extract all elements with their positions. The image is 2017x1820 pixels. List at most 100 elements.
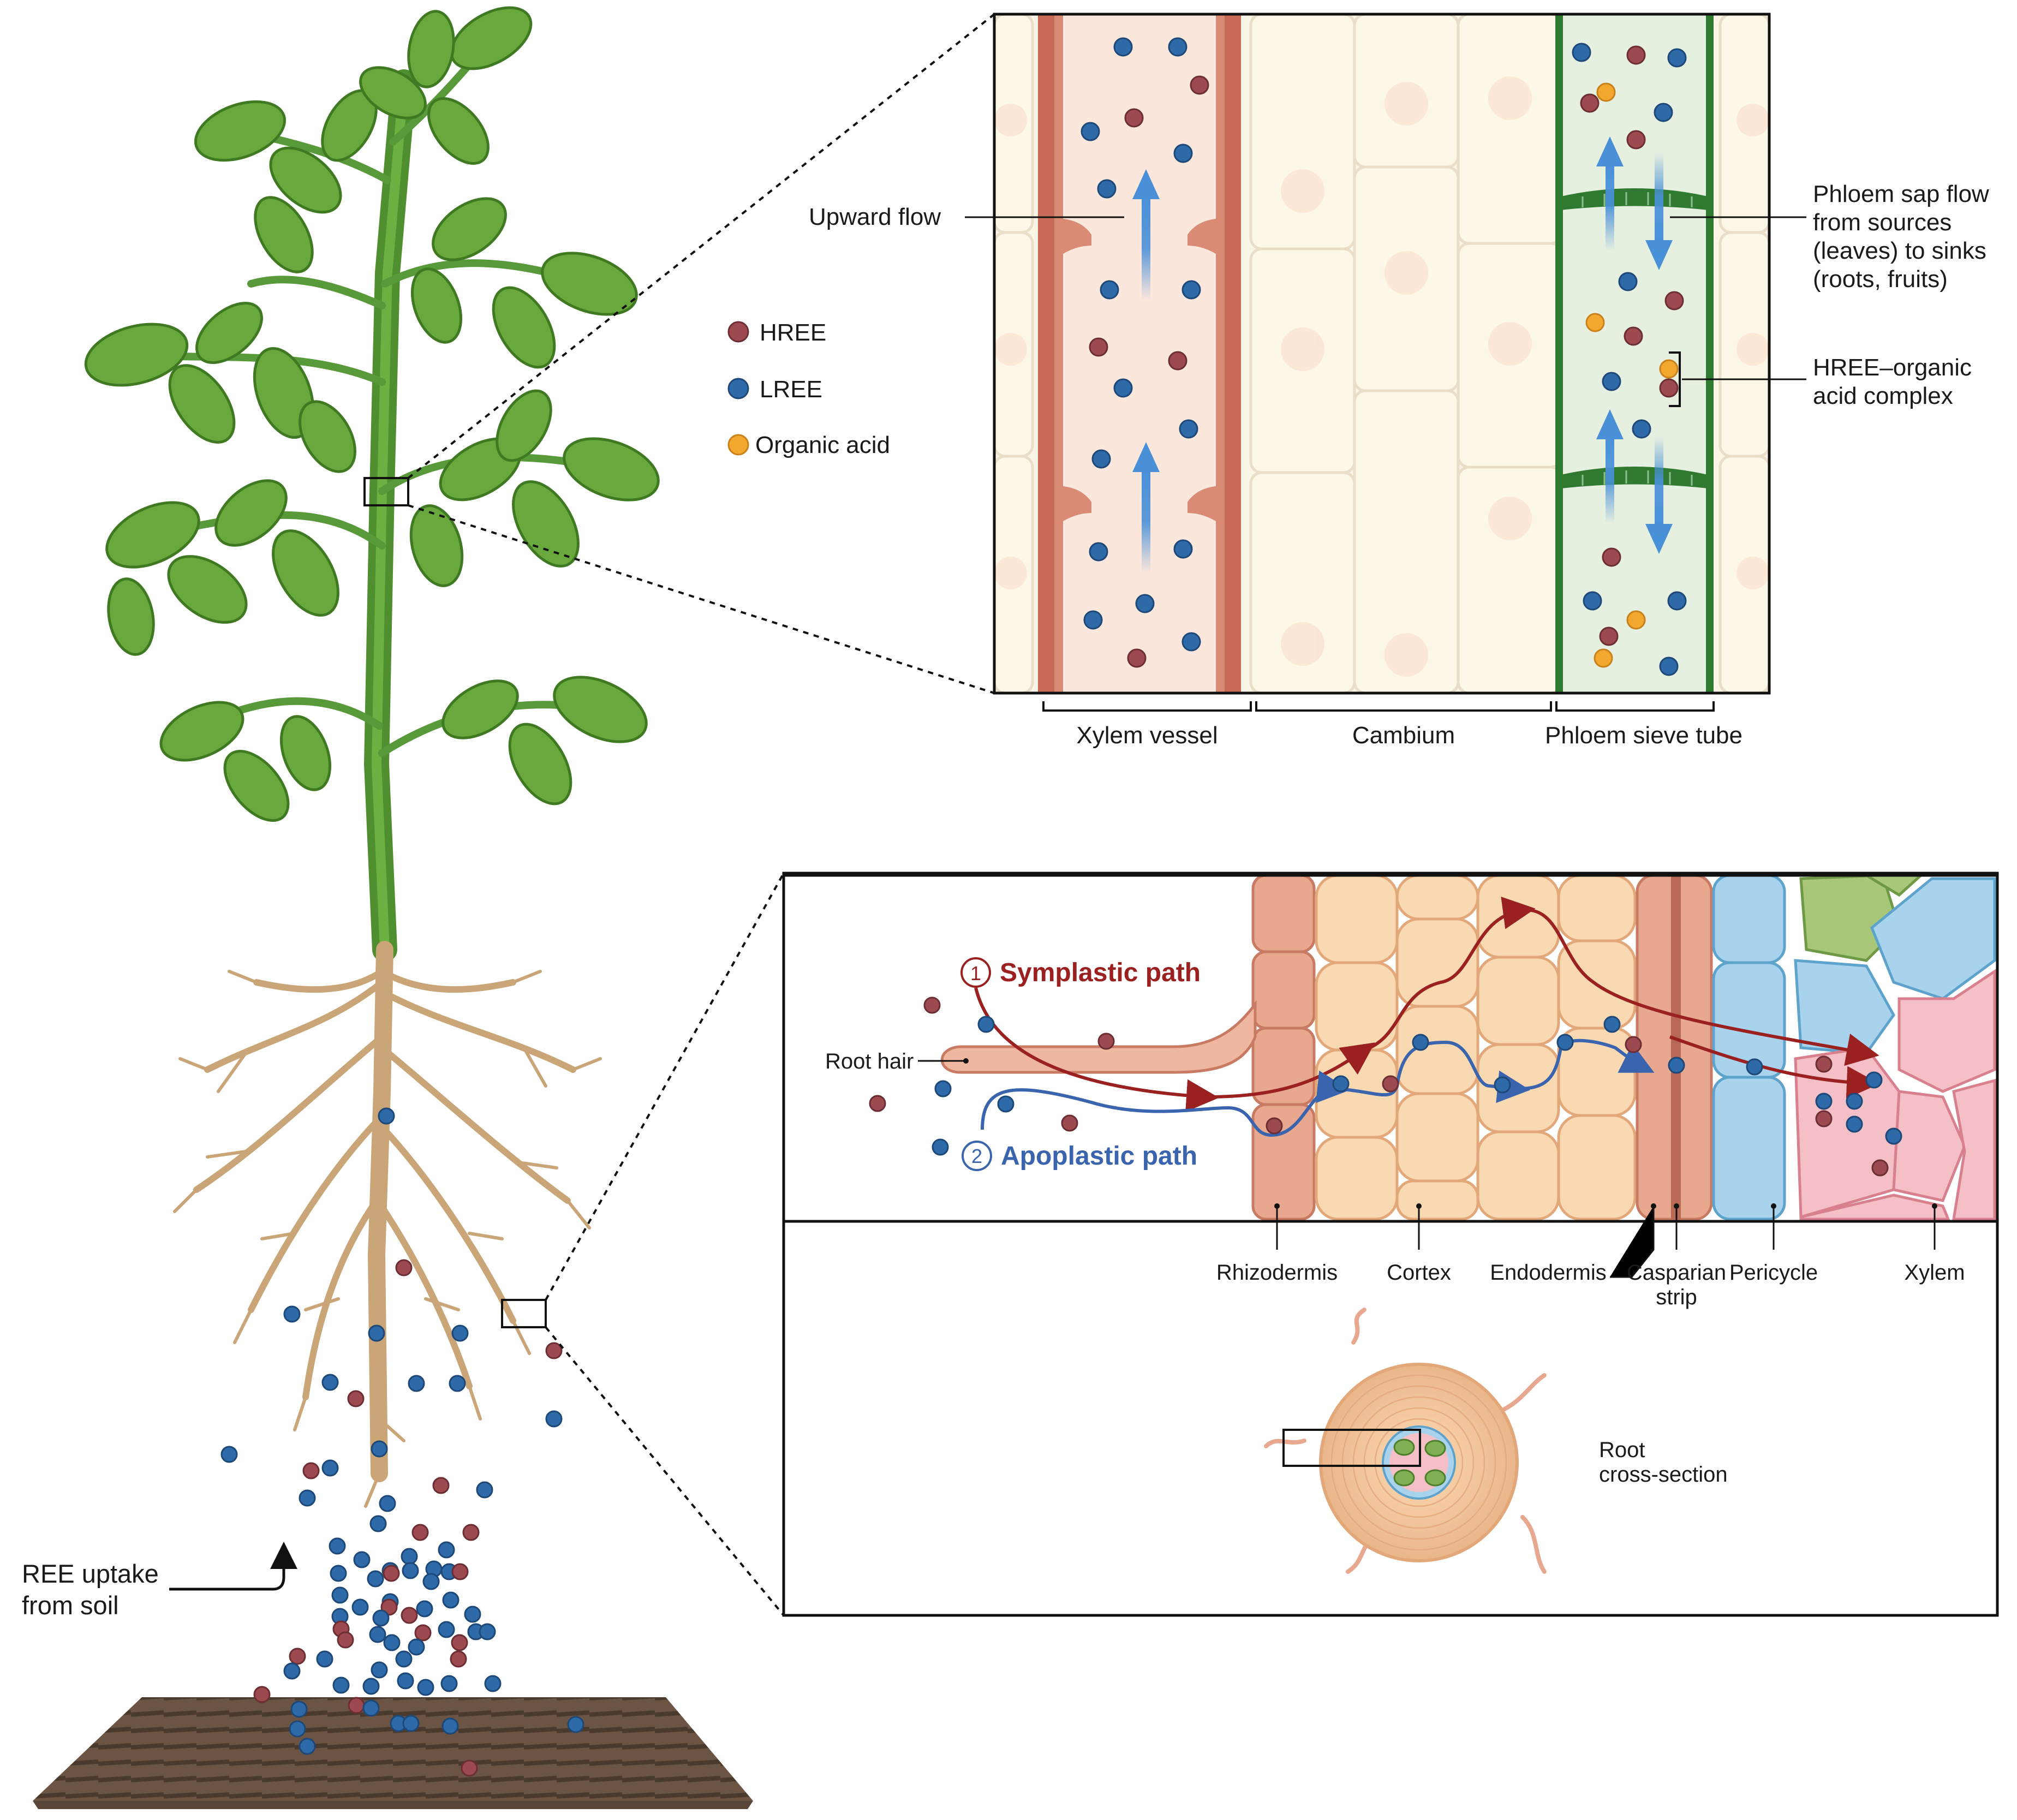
- stem-panel-frame: [993, 13, 1771, 695]
- lree-particle: [440, 1675, 458, 1692]
- lree-particle: [330, 1565, 347, 1582]
- hree-particle: [1124, 108, 1144, 128]
- stem-leader-lines: [965, 216, 1806, 380]
- lree-particle: [422, 1573, 440, 1590]
- lree-particle: [362, 1699, 380, 1717]
- lree-particle: [371, 1440, 388, 1458]
- hree-particle: [1815, 1110, 1833, 1127]
- cross-section-label-line2: cross-section: [1599, 1463, 1728, 1487]
- phloem-flow-line3: (leaves) to sinks: [1813, 237, 1986, 264]
- lree-particle: [1091, 449, 1111, 469]
- cortex-label: Cortex: [1387, 1261, 1451, 1285]
- hree-particle: [461, 1759, 478, 1777]
- uptake-annotation: REE uptake from soil: [22, 1542, 297, 1620]
- tissue-strip: 1 Symplastic path 2 Apoplastic path Root…: [825, 874, 1996, 1221]
- lree-particle: [289, 1720, 306, 1738]
- tissue-leader-lines: [1276, 1206, 1936, 1278]
- lree-particle: [290, 1700, 308, 1718]
- lree-particle: [402, 1715, 420, 1732]
- phloem-flow-line1: Phloem sap flow: [1813, 181, 1989, 207]
- lree-particle: [383, 1634, 401, 1651]
- hree-particle: [348, 1697, 365, 1714]
- lree-particle: [321, 1459, 339, 1477]
- lree-particle: [321, 1374, 339, 1391]
- xylem-flow-arrow-1: [1142, 196, 1150, 300]
- hree-particle: [1168, 351, 1187, 371]
- lree-particle: [1667, 48, 1687, 68]
- plant-leaves: [84, 6, 660, 822]
- lree-particle: [1618, 272, 1638, 291]
- symplastic-path-seg5: [1669, 1035, 1879, 1099]
- lree-particle: [1412, 1034, 1429, 1051]
- apoplastic-path-seg1: [981, 1070, 1350, 1137]
- cross-section-label-line1: Root: [1599, 1438, 1645, 1462]
- uptake-label-line2: from soil: [22, 1591, 119, 1620]
- hree-particle: [1626, 130, 1646, 150]
- soil: [33, 1697, 753, 1809]
- lree-particle: [329, 1537, 346, 1555]
- stem-brackets: [1042, 351, 1715, 712]
- hree-particle: [1599, 626, 1619, 646]
- xylem-flow-arrow-2: [1142, 469, 1150, 573]
- cortex-cells: [1315, 874, 1637, 1221]
- hree-particle: [1815, 1055, 1833, 1073]
- lree-particle: [283, 1662, 301, 1680]
- cambium-cells: [993, 13, 1771, 695]
- phloem-flow-line4: (roots, fruits): [1813, 266, 1948, 293]
- sieve-plates: [1561, 188, 1708, 488]
- lree-particle: [367, 1570, 384, 1588]
- lree-particle: [408, 1638, 425, 1656]
- fine-roots: [173, 970, 602, 1508]
- lree-particle: [402, 1562, 419, 1579]
- lree-particle: [1846, 1093, 1863, 1110]
- lree-particle: [1885, 1127, 1902, 1145]
- hree-particle: [1190, 75, 1209, 95]
- lree-particle: [353, 1551, 371, 1568]
- hree-particle: [395, 1259, 413, 1276]
- organic-acid-particle: [1659, 359, 1679, 379]
- complex-line1: HREE–organic: [1813, 354, 1972, 381]
- lree-particle: [1846, 1115, 1863, 1133]
- organic-acid-particle: [1594, 648, 1613, 668]
- lree-particle: [1179, 419, 1198, 439]
- stem-panel: Upward flow Phloem sap flow from sources…: [809, 13, 1989, 749]
- lree-particle: [372, 1609, 390, 1627]
- phloem-down-arrow-2: [1655, 437, 1663, 524]
- lree-particle: [1494, 1076, 1511, 1094]
- phloem-down-arrow-1: [1655, 153, 1663, 240]
- lree-particle: [283, 1305, 301, 1323]
- lree-particle: [1332, 1075, 1350, 1093]
- lree-particle: [997, 1095, 1015, 1113]
- lree-particle: [1097, 179, 1117, 199]
- symplastic-path-seg2: [1206, 1042, 1375, 1099]
- lree-particle: [1181, 632, 1201, 652]
- legend-hree: HREE: [760, 319, 826, 346]
- casparian-label-line2: strip: [1656, 1285, 1697, 1309]
- symplastic-path-seg1: [974, 987, 1219, 1112]
- root-zoom-box: [501, 1299, 547, 1328]
- hree-particle: [302, 1462, 320, 1479]
- uptake-label-line1: REE uptake: [22, 1559, 159, 1588]
- hree-particle: [401, 1607, 418, 1624]
- phloem-sieve-tube-label: Phloem sieve tube: [1545, 722, 1743, 749]
- legend: HREE LREE Organic acid: [727, 319, 890, 458]
- lree-particle: [1173, 539, 1193, 559]
- symplastic-number: 1: [970, 962, 981, 984]
- lree-particle: [299, 1489, 316, 1507]
- lree-particle: [934, 1080, 952, 1097]
- hree-particle: [253, 1686, 271, 1703]
- root-particles: [869, 996, 1902, 1177]
- lree-particle: [1081, 122, 1100, 141]
- lree-particle: [1667, 591, 1687, 611]
- hree-particle: [411, 1524, 429, 1541]
- lree-particle: [484, 1675, 502, 1692]
- hree-particle: [1602, 547, 1621, 567]
- cambium-label: Cambium: [1352, 722, 1455, 749]
- complex-line2: acid complex: [1813, 383, 1953, 409]
- lree-particle: [351, 1598, 369, 1616]
- stem-particles: [1081, 37, 1687, 676]
- hree-particle: [1097, 1033, 1115, 1050]
- lree-particle: [1083, 610, 1103, 630]
- uptake-arrow: [169, 1542, 297, 1591]
- legend-hree-dot: [727, 321, 749, 343]
